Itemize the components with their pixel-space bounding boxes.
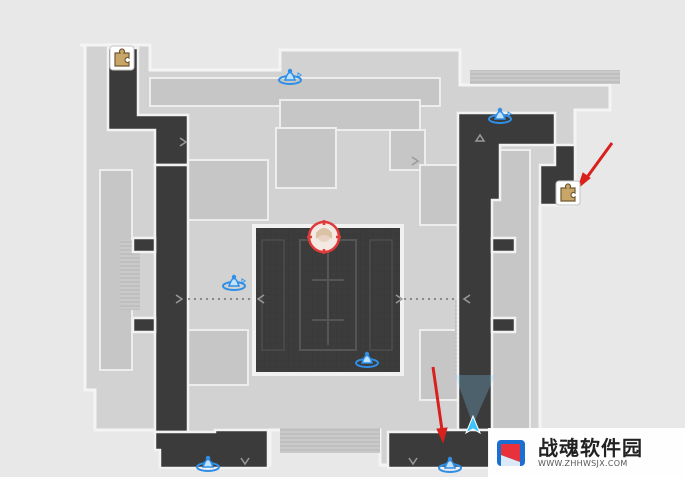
watermark-badge: 战魂软件园 WWW.ZHHWSJX.COM [488,428,685,477]
puzzle-piece-icon[interactable] [108,44,136,72]
space-anchor-icon[interactable] [436,449,464,477]
corridors [106,46,577,470]
space-anchor-icon[interactable] [353,344,381,372]
space-anchor-icon[interactable] [194,448,222,476]
red-hint-arrow-right [576,142,614,190]
direction-arrows [175,133,486,466]
red-hint-arrow-bottom [431,366,448,444]
watermark-url: WWW.ZHHWSJX.COM [538,459,628,468]
space-anchor-icon[interactable] [276,61,304,89]
player-arrow-icon [463,415,483,435]
watermark-title: 战魂软件园 [538,436,643,460]
space-anchor-icon[interactable] [220,267,248,295]
player-light-cone [455,375,495,425]
puzzle-piece-icon[interactable] [554,179,582,207]
red-blue-box-logo-icon [497,439,525,466]
space-anchor-icon[interactable] [486,100,514,128]
target-portrait-icon[interactable] [306,219,342,255]
